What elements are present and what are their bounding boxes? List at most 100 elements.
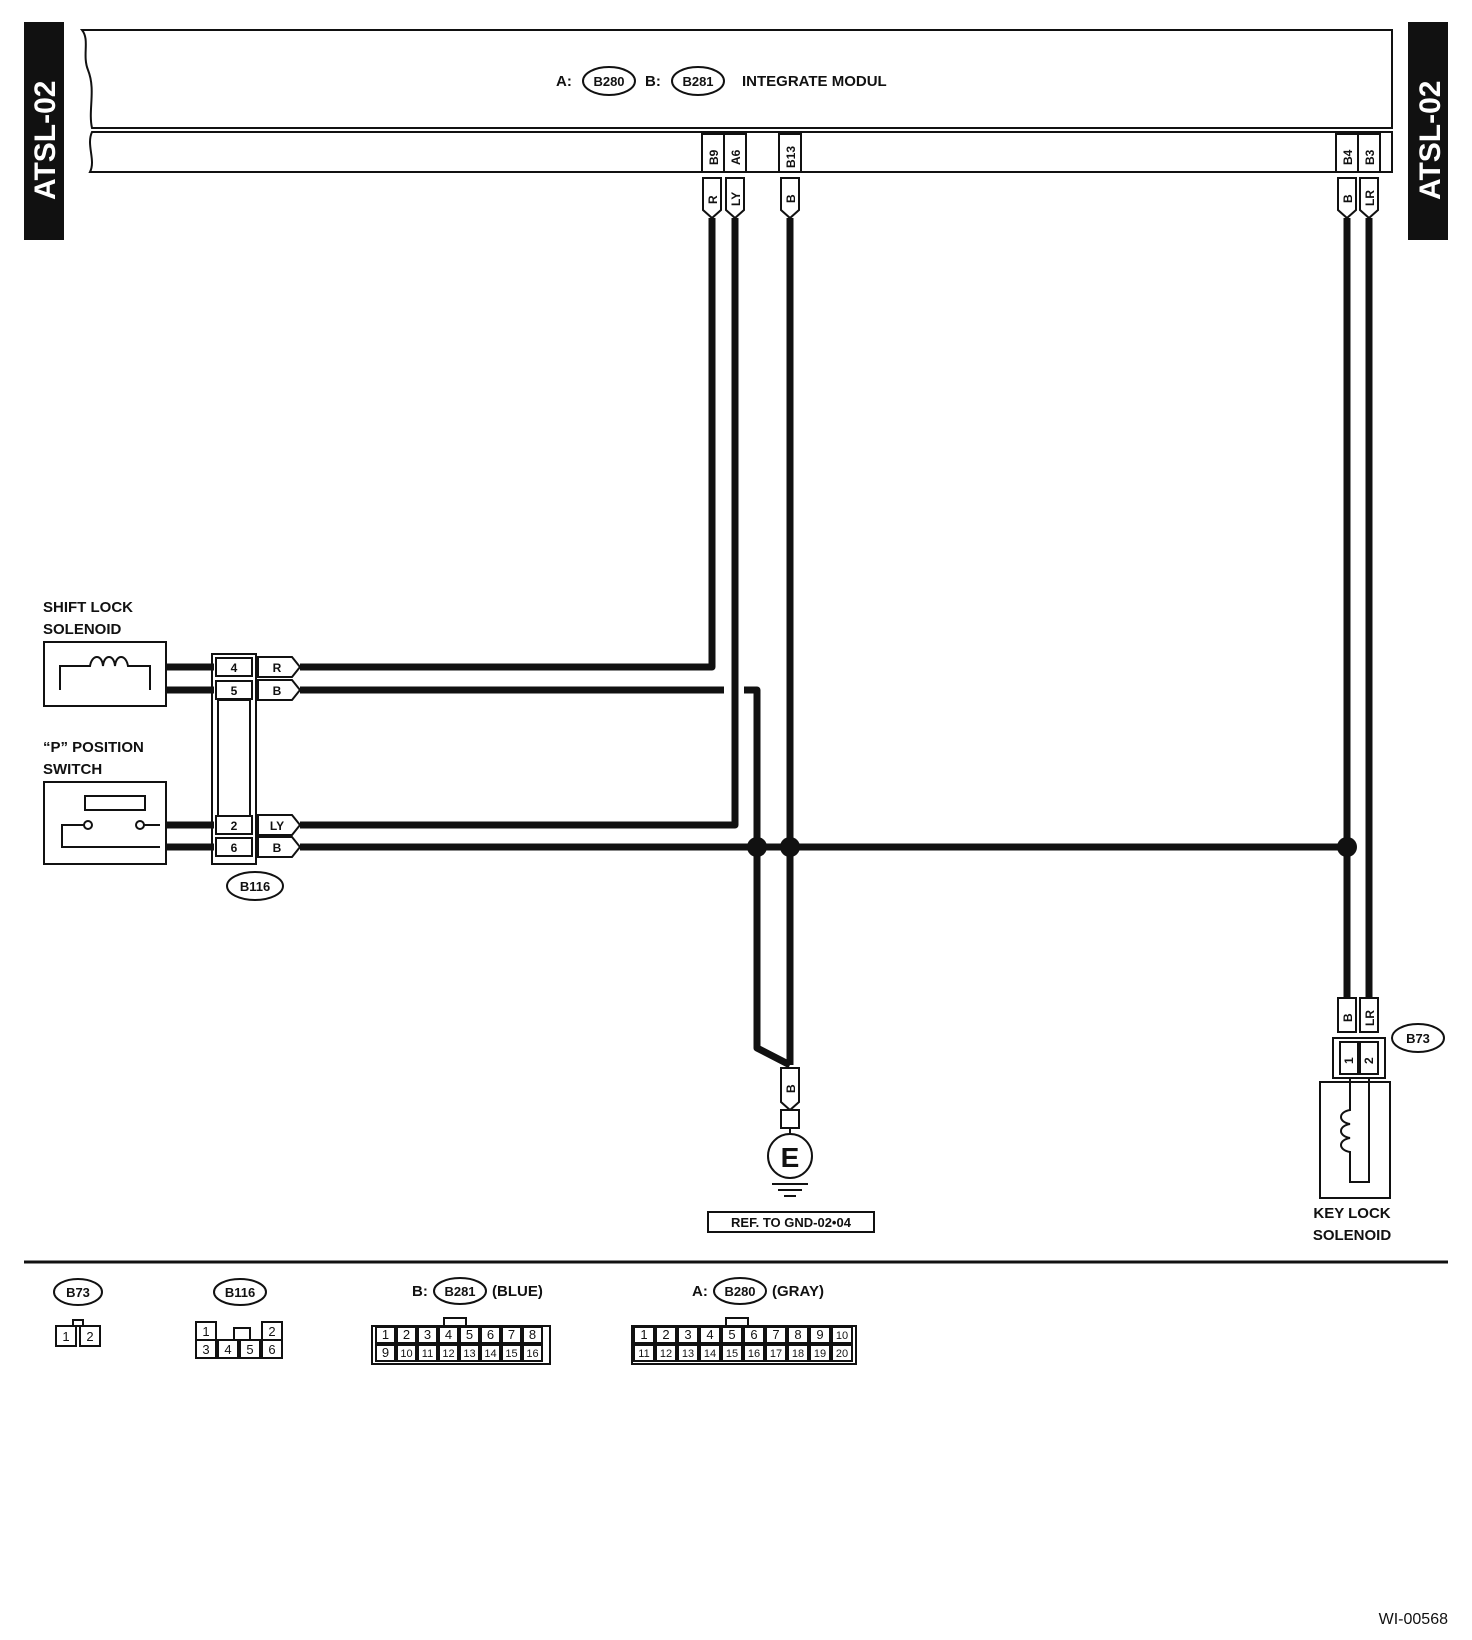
legend-b280-pin: 5 xyxy=(728,1327,735,1342)
b116-pin: 5 xyxy=(231,684,238,698)
legend-b280-cell xyxy=(743,1326,765,1344)
legend-b280-pin: 15 xyxy=(726,1348,738,1360)
integrate-module: A: B280 B: B281 INTEGRATE MODUL B9 A6 B1… xyxy=(79,29,1393,173)
legend-b281-cell xyxy=(438,1326,459,1344)
legend-b280-cell xyxy=(765,1344,787,1362)
legend-b73-pin: 1 xyxy=(62,1329,69,1344)
p-switch-label-1: “P” POSITION xyxy=(43,739,144,756)
legend-b280-pin: 11 xyxy=(638,1348,649,1360)
legend-b280-suffix: (GRAY) xyxy=(772,1283,824,1300)
legend-b280-cell xyxy=(677,1326,699,1344)
wire-tag-r: R xyxy=(702,177,722,220)
legend-b281-cell xyxy=(522,1326,543,1344)
wire-r xyxy=(300,218,716,671)
right-side-tab: ATSL-02 xyxy=(1408,22,1448,240)
legend-b280-cell xyxy=(765,1326,787,1344)
legend-b281-id: B281 xyxy=(444,1284,475,1299)
ground-symbol: E xyxy=(781,1142,800,1173)
legend-b281-cell xyxy=(480,1344,501,1362)
legend-b116-id: B116 xyxy=(225,1285,255,1300)
module-pin-label: B4 xyxy=(1341,149,1355,165)
legend-b281-cell xyxy=(459,1326,480,1344)
legend-b280-pin: 8 xyxy=(794,1327,801,1342)
legend-b281-pin: 1 xyxy=(382,1327,389,1342)
module-pin-b4: B4 xyxy=(1335,133,1359,173)
module-pin-a6: A6 xyxy=(723,133,747,173)
legend-b280-cell xyxy=(699,1326,721,1344)
legend-b73: B73 1 2 xyxy=(53,1278,103,1347)
b116-connector: 4 R 5 B 2 LY 6 B B116 xyxy=(211,653,302,901)
legend-b280-pin: 6 xyxy=(750,1327,757,1342)
module-prefix-a: A: xyxy=(556,73,572,90)
legend-b280-pin: 13 xyxy=(682,1348,694,1360)
legend-b280-cell xyxy=(743,1344,765,1362)
b116-color: B xyxy=(273,684,282,698)
splice-point xyxy=(1337,837,1357,857)
key-lock-pin: 1 xyxy=(1342,1057,1356,1064)
wire-tag-label: B xyxy=(1341,194,1355,203)
legend-b281-cell xyxy=(396,1344,417,1362)
legend-b116-pin: 4 xyxy=(224,1342,231,1357)
ground: B E REF. TO GND-02•04 xyxy=(707,1067,875,1233)
legend-b116-pin: 5 xyxy=(246,1342,253,1357)
key-lock-connector-id: B73 xyxy=(1406,1031,1430,1046)
b116-connector-id: B116 xyxy=(240,879,270,894)
legend-b281-pin: 6 xyxy=(487,1327,494,1342)
figure-id: WI-00568 xyxy=(1379,1611,1448,1628)
legend-b280-cell xyxy=(633,1344,655,1362)
right-tab-label: ATSL-02 xyxy=(1414,81,1447,200)
b116-row-2: 2 LY xyxy=(215,814,302,836)
legend-b281-cell xyxy=(396,1326,417,1344)
legend-b281-pin: 16 xyxy=(526,1348,538,1360)
module-prefix-b: B: xyxy=(645,73,661,90)
legend-b116-pin: 3 xyxy=(202,1342,209,1357)
wire-tag-label: LR xyxy=(1363,190,1377,206)
legend-b281-cell xyxy=(501,1326,522,1344)
legend-b281-cell xyxy=(459,1344,480,1362)
legend-b280-pin: 9 xyxy=(816,1327,823,1342)
legend-b280-cell xyxy=(633,1326,655,1344)
legend-b281-pin: 4 xyxy=(445,1327,452,1342)
legend-b281-suffix: (BLUE) xyxy=(492,1283,543,1300)
key-lock-wire-tag: B xyxy=(1341,1013,1355,1022)
shift-lock-solenoid: SHIFT LOCK SOLENOID xyxy=(43,599,214,707)
shift-lock-label-1: SHIFT LOCK xyxy=(43,599,133,616)
shift-lock-label-2: SOLENOID xyxy=(43,621,122,638)
legend-b116-pin: 2 xyxy=(268,1324,275,1339)
splice-point xyxy=(780,837,800,857)
legend-b280-cell xyxy=(721,1344,743,1362)
legend-b281-cell xyxy=(375,1326,396,1344)
legend-b280-pin: 4 xyxy=(706,1327,713,1342)
wire-tag-ly: LY xyxy=(725,177,745,220)
ground-wire-tag: B xyxy=(784,1084,798,1093)
legend-b281-pin: 8 xyxy=(529,1327,536,1342)
legend-b116-pin: 1 xyxy=(202,1324,209,1339)
legend-b280-cell xyxy=(677,1344,699,1362)
legend-b281-pin: 12 xyxy=(442,1348,454,1360)
legend-b281-cell xyxy=(501,1344,522,1362)
b116-pin: 4 xyxy=(231,661,238,675)
module-wire-tags: R LY B B LR xyxy=(702,177,1379,220)
legend-b280-id: B280 xyxy=(724,1284,755,1299)
wire-tag-lr: LR xyxy=(1359,177,1379,220)
b116-row-5: 5 B xyxy=(215,679,302,701)
legend-b281-pin: 14 xyxy=(484,1348,496,1360)
left-tab-label: ATSL-02 xyxy=(29,81,62,200)
wire-tag-b-b13: B xyxy=(780,177,800,220)
b116-pin: 2 xyxy=(231,819,238,833)
splice-point xyxy=(747,837,767,857)
wire-b-ground-loop xyxy=(744,686,792,1069)
b116-color: R xyxy=(273,661,282,675)
b116-row-4: 4 R xyxy=(215,656,302,678)
legend-b73-id: B73 xyxy=(66,1285,90,1300)
legend-b280-cell xyxy=(787,1326,809,1344)
module-pin-label: B13 xyxy=(784,146,798,168)
key-lock-pin: 2 xyxy=(1362,1057,1376,1064)
wire-ly xyxy=(300,218,739,829)
module-pin-label: A6 xyxy=(729,149,743,165)
